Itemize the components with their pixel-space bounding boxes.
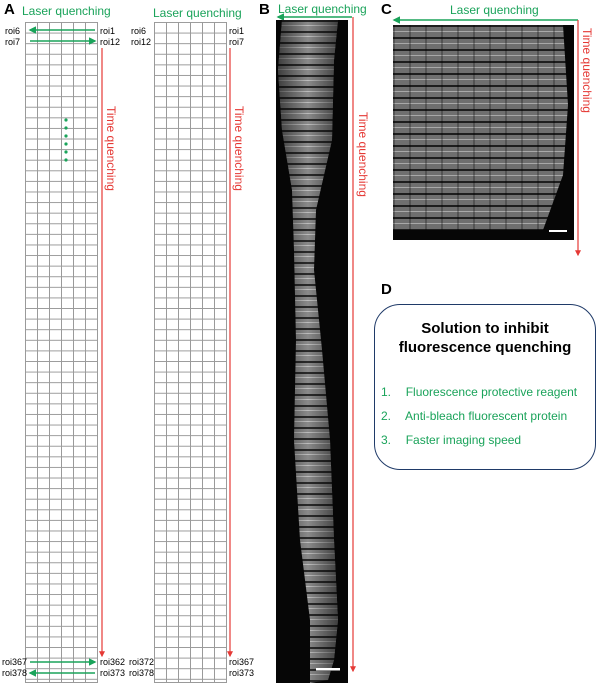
panel-c-scale-bar [549, 230, 567, 232]
panel-b-micrograph [276, 20, 348, 683]
grid1-continuation-dots [64, 118, 68, 162]
solution-item-2-num: 2. [381, 409, 392, 423]
grid1-time-label: Time quenching [104, 106, 118, 191]
panel-b-cell-image [278, 20, 340, 683]
grid2-roi-top-left-1: roi6 [131, 26, 147, 36]
grid1-roi-top-left-1: roi6 [5, 26, 21, 36]
grid1-roi-top-left-2: roi7 [5, 37, 21, 47]
panel-c-micrograph [393, 25, 574, 240]
solution-item-3: 3. Faster imaging speed [381, 433, 521, 447]
grid2-roi-top-right-2: roi7 [229, 37, 245, 47]
solution-item-2-text: Anti-bleach fluorescent protein [405, 409, 568, 423]
panel-b-time-label: Time quenching [356, 112, 370, 197]
panel-c-time-label: Time quenching [580, 28, 594, 113]
solution-item-1-text: Fluorescence protective reagent [405, 385, 578, 399]
solution-box: Solution to inhibit fluorescence quenchi… [374, 304, 596, 470]
panel-c-letter: C [381, 1, 392, 18]
solution-item-2: 2. Anti-bleach fluorescent protein [381, 409, 567, 423]
panel-b-laser-label: Laser quenching [278, 2, 367, 16]
grid1-roi-grid [25, 22, 98, 683]
grid1-roi-bottom-right-2: roi373 [100, 668, 126, 678]
grid2-roi-bottom-left-1: roi372 [129, 657, 155, 667]
solution-item-3-num: 3. [381, 433, 392, 447]
solution-item-1-num: 1. [381, 385, 392, 399]
grid1-roi-bottom-right-1: roi362 [100, 657, 126, 667]
grid2-roi-grid [154, 22, 227, 683]
grid1-roi-top-right-2: roi12 [100, 37, 121, 47]
solution-item-1: 1. Fluorescence protective reagent [381, 385, 577, 399]
panel-c-cell-image [393, 25, 574, 232]
solution-title-line2: fluorescence quenching [398, 339, 572, 356]
panel-a-letter: A [4, 1, 15, 18]
solution-title-line1: Solution to inhibit [421, 320, 549, 337]
grid2-time-label: Time quenching [232, 106, 246, 191]
panel-b-letter: B [259, 1, 270, 18]
solution-item-3-text: Faster imaging speed [405, 433, 522, 447]
grid2-roi-bottom-right-1: roi367 [229, 657, 255, 667]
grid2-roi-top-right-1: roi1 [229, 26, 245, 36]
grid1-laser-label: Laser quenching [22, 4, 111, 18]
grid2-roi-bottom-left-2: roi378 [129, 668, 155, 678]
grid2-laser-label: Laser quenching [153, 6, 242, 20]
panel-c-laser-label: Laser quenching [450, 3, 539, 17]
grid1-roi-bottom-left-1: roi367 [2, 657, 28, 667]
panel-b-scale-bar [316, 668, 340, 671]
grid2-roi-top-left-2: roi12 [131, 37, 152, 47]
grid1-roi-top-right-1: roi1 [100, 26, 116, 36]
grid2-roi-bottom-right-2: roi373 [229, 668, 255, 678]
grid1-roi-bottom-left-2: roi378 [2, 668, 28, 678]
panel-d-letter: D [381, 281, 392, 298]
